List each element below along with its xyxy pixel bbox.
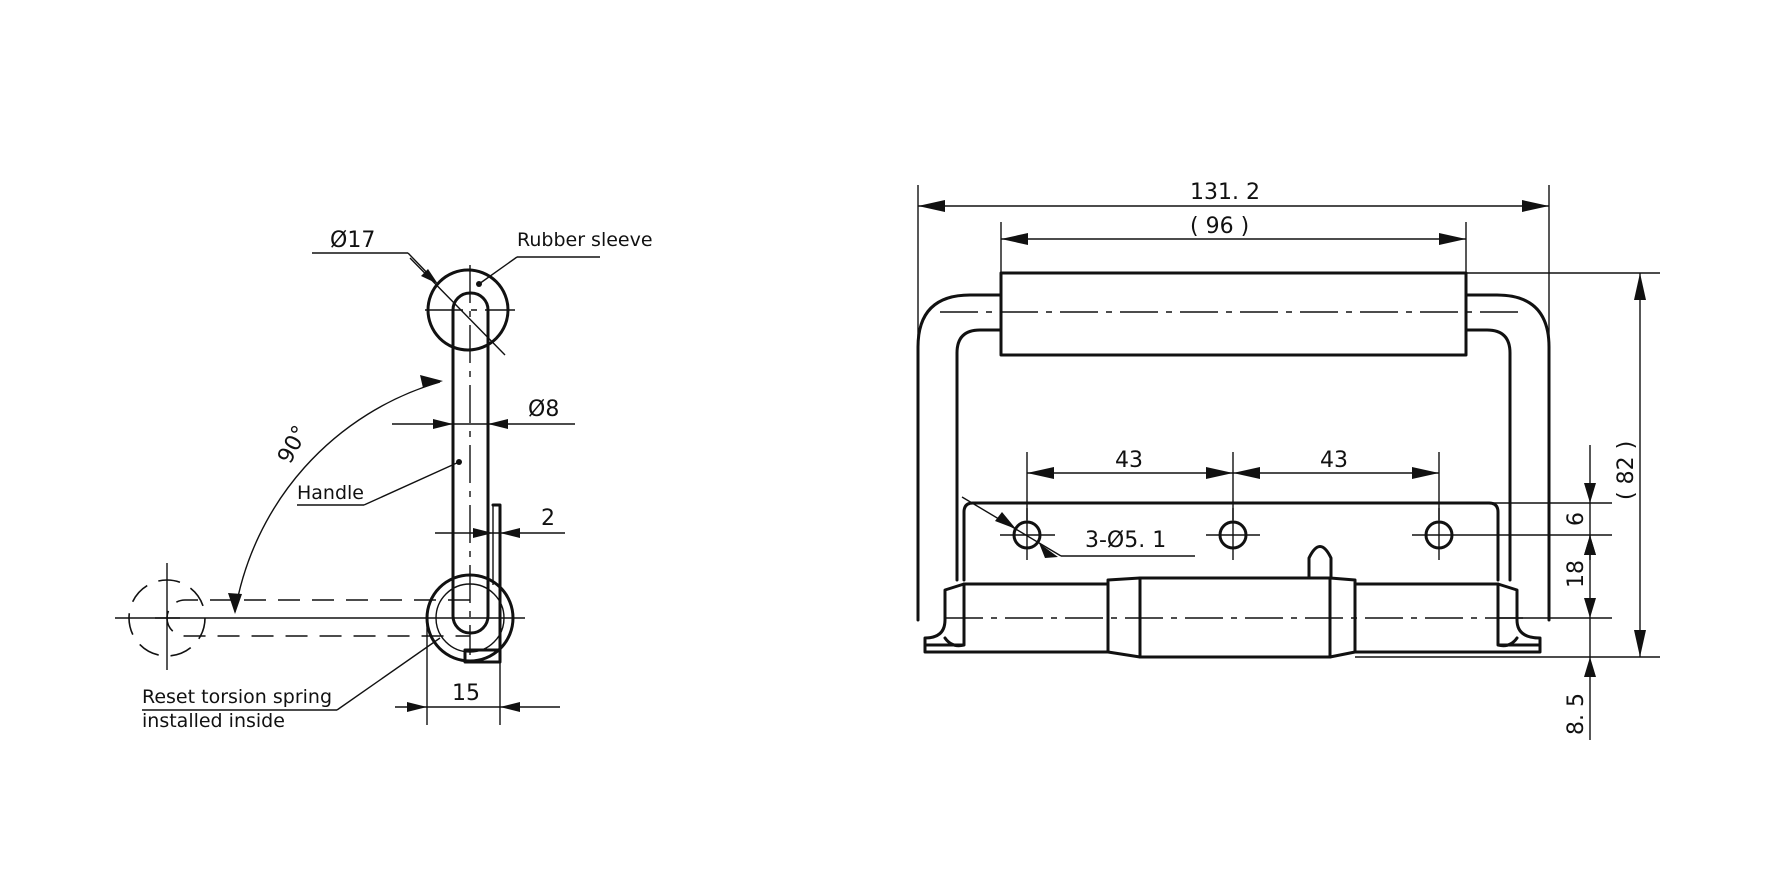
spring-label-line1: Reset torsion spring [142, 686, 332, 708]
rubber-sleeve-label: Rubber sleeve [517, 229, 653, 251]
handle-label: Handle [297, 482, 364, 504]
hole-spacing-left-label: 43 [1115, 448, 1143, 473]
angle-label: 90° [273, 422, 313, 468]
grip-width-label: ( 96 ) [1190, 214, 1249, 239]
dim-8-5-label: 8. 5 [1564, 693, 1589, 735]
holes-label: 3-Ø5. 1 [1085, 528, 1166, 553]
side-view: 90° Ø17 Rubber sleeve Ø8 Handle 2 15 [115, 228, 653, 732]
hole-spacing-right-label: 43 [1320, 448, 1348, 473]
mounting-plate [962, 501, 1500, 582]
dim-18-label: 18 [1564, 560, 1589, 588]
spring-label-line2: installed inside [142, 710, 285, 732]
handle-inner [955, 328, 1003, 582]
spring-tab [1307, 545, 1333, 580]
rod-diameter-label: Ø8 [528, 397, 559, 422]
overall-width-label: 131. 2 [1190, 180, 1260, 205]
sleeve-diameter-label: Ø17 [330, 228, 375, 253]
hinge-barrel [962, 576, 1500, 586]
front-view: 131. 2 ( 96 ) 43 43 3-Ø5. 1 [916, 180, 1660, 740]
grip-sleeve [999, 271, 1468, 357]
thickness-label: 2 [541, 506, 555, 531]
overall-height-label: ( 82 ) [1614, 441, 1639, 500]
width-label: 15 [452, 681, 480, 706]
angle-arc [234, 381, 441, 613]
dim-6-label: 6 [1564, 512, 1589, 526]
